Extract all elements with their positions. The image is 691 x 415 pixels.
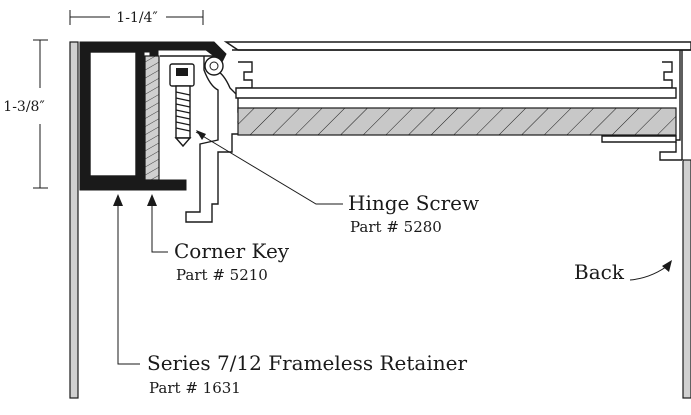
- height-dimension: 1-3/8″: [3, 39, 48, 189]
- corner-key-callout: Corner Key Part # 5210: [147, 194, 290, 284]
- top-rail-extrusion: [223, 41, 691, 161]
- left-wall-panel: [69, 41, 79, 399]
- right-wall-panel: [682, 159, 691, 399]
- height-dimension-label: 1-3/8″: [3, 99, 44, 115]
- back-label: Back: [574, 260, 625, 284]
- retainer-callout: Series 7/12 Frameless Retainer Part # 16…: [113, 194, 467, 397]
- retainer-label: Series 7/12 Frameless Retainer: [147, 351, 467, 375]
- hinge-screw-callout: Hinge Screw Part # 5280: [195, 130, 479, 236]
- back-panel-hatched: [237, 107, 677, 136]
- hinge-screw-icon: [169, 63, 195, 148]
- back-callout: Back: [574, 260, 672, 284]
- corner-key-part: Part # 5210: [176, 266, 268, 284]
- corner-key-icon: [144, 55, 160, 181]
- corner-key-label: Corner Key: [174, 239, 290, 263]
- hinge-screw-part: Part # 5280: [350, 218, 442, 236]
- width-dimension-label: 1-1/4″: [116, 10, 157, 26]
- retainer-part: Part # 1631: [149, 379, 241, 397]
- width-dimension: 1-1/4″: [69, 10, 204, 26]
- hinge-screw-label: Hinge Screw: [348, 191, 479, 215]
- hinge-bracket: [160, 55, 248, 223]
